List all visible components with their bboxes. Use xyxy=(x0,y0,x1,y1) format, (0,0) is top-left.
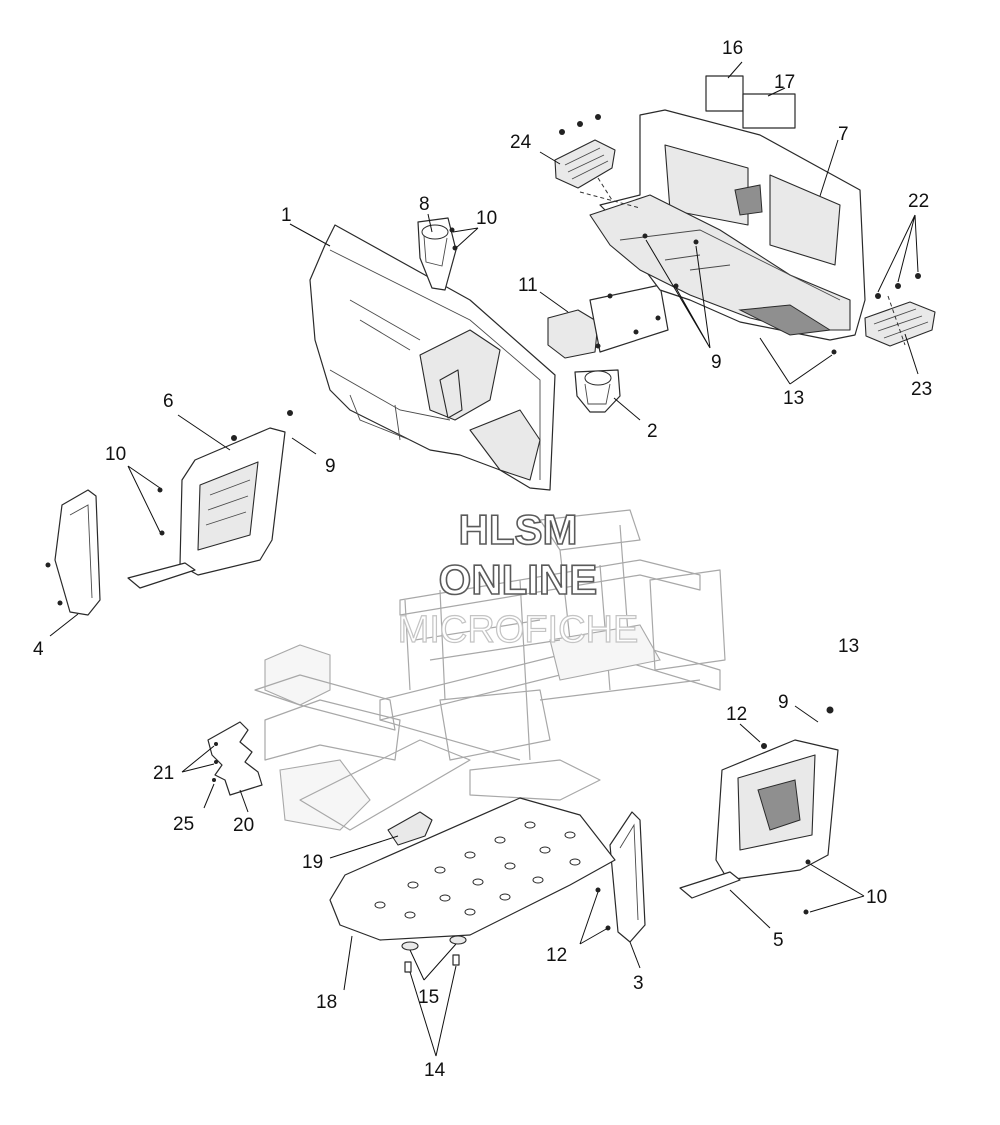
part-20-gasket xyxy=(207,721,263,796)
part-5-side-panel xyxy=(679,739,839,899)
callout-21: 21 xyxy=(153,763,174,784)
assembly-dashes xyxy=(579,177,641,209)
callout-10-top: 10 xyxy=(476,208,497,229)
part-19-bracket xyxy=(387,811,433,846)
callout-9-center: 9 xyxy=(711,352,722,373)
part-18-skid-plate xyxy=(329,797,616,941)
part-14-bolts xyxy=(404,954,460,973)
callout-1: 1 xyxy=(281,205,292,226)
callout-25: 25 xyxy=(173,814,194,835)
callout-9-right: 9 xyxy=(778,692,789,713)
callout-13-top: 13 xyxy=(783,388,804,409)
watermark-line-1: HLSM xyxy=(459,506,578,553)
part-2-cup-holder xyxy=(574,369,621,413)
part-6-side-panel xyxy=(127,427,286,589)
callout-11: 11 xyxy=(518,275,538,296)
callout-19: 19 xyxy=(302,852,323,873)
skid-plate-holes xyxy=(374,821,581,919)
callout-2: 2 xyxy=(647,421,658,442)
part-4-pillar xyxy=(45,489,101,616)
callout-7: 7 xyxy=(838,124,849,145)
callout-6: 6 xyxy=(163,391,174,412)
callout-14: 14 xyxy=(424,1060,446,1081)
callout-labels: 1 2 3 4 5 6 7 8 9 9 9 10 10 10 11 12 12 … xyxy=(33,38,932,1081)
callout-13-right: 13 xyxy=(838,636,859,657)
watermark: HLSM ONLINE MICROFICHE xyxy=(397,505,639,651)
part-11-bracket xyxy=(547,284,669,359)
callout-22: 22 xyxy=(908,191,929,212)
callout-16: 16 xyxy=(722,38,743,59)
watermark-line-3: MICROFICHE xyxy=(398,609,639,651)
part-3-pillar xyxy=(609,811,646,943)
callout-4: 4 xyxy=(33,639,44,660)
callout-18: 18 xyxy=(316,992,337,1013)
callout-8: 8 xyxy=(419,194,430,215)
callout-5: 5 xyxy=(773,930,784,951)
callout-17: 17 xyxy=(774,72,795,93)
part-15-grommets xyxy=(401,935,467,951)
part-7-rear-panel xyxy=(589,109,866,341)
part-17-decal xyxy=(742,93,796,129)
callout-24: 24 xyxy=(510,132,532,153)
callout-10-right: 10 xyxy=(866,887,887,908)
callout-3: 3 xyxy=(633,973,644,994)
part-16-decal xyxy=(705,75,744,112)
callout-9-left: 9 xyxy=(325,456,336,477)
watermark-line-2: ONLINE xyxy=(439,556,598,603)
callout-15: 15 xyxy=(418,987,439,1008)
part-8-cup-holder xyxy=(417,217,457,291)
chassis-frame xyxy=(254,509,726,831)
part-24-footrest xyxy=(554,114,616,189)
callout-12-right: 12 xyxy=(726,704,747,725)
callout-20: 20 xyxy=(233,815,254,836)
callout-10-left: 10 xyxy=(105,444,126,465)
fasteners xyxy=(157,227,837,931)
callout-12-bottom: 12 xyxy=(546,945,567,966)
callout-23: 23 xyxy=(911,379,932,400)
part-23-footrest xyxy=(864,273,936,347)
leader-lines xyxy=(49,61,919,1057)
part-1-dash-panel xyxy=(309,224,556,491)
